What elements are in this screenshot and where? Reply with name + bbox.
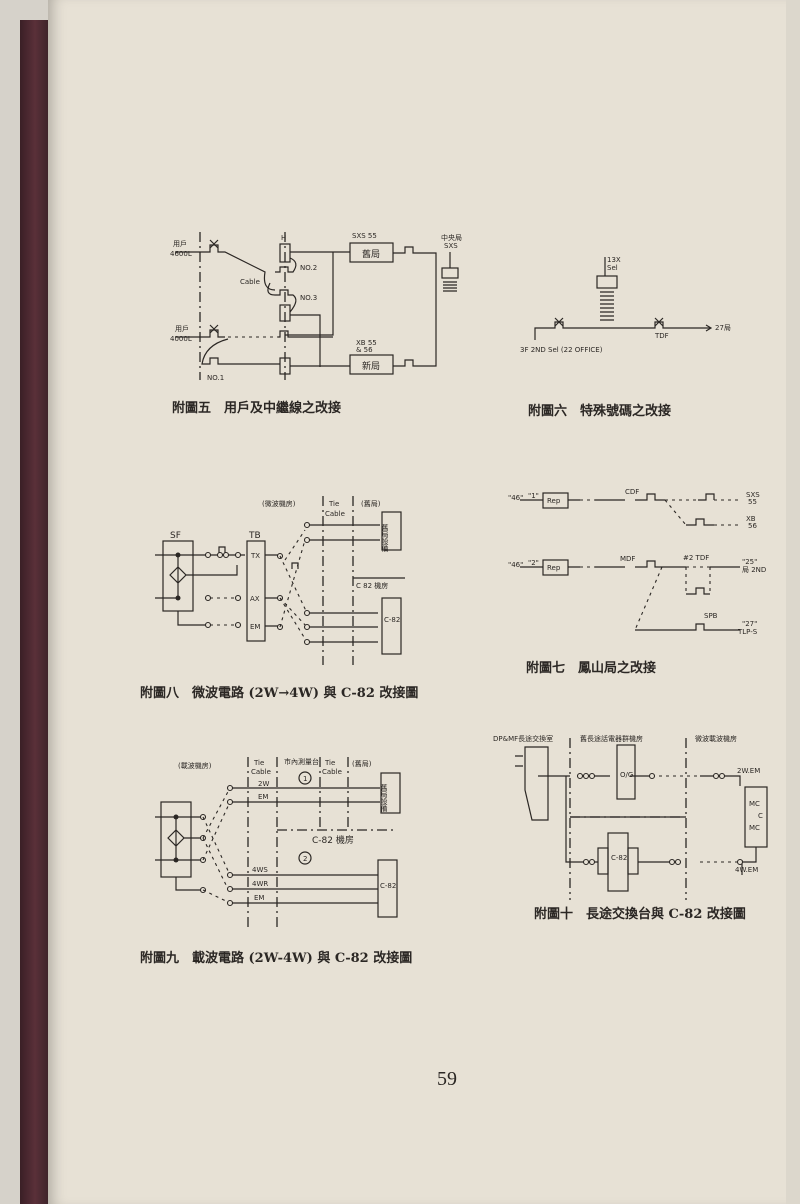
selector-label: Sel [607, 264, 618, 272]
figure-caption: 附圖八 微波電路 (2W→4W) 與 C-82 改接圖 [140, 685, 418, 701]
new-office-type2: & 56 [356, 346, 373, 354]
input-label: "46" [508, 494, 523, 502]
figure-caption: 附圖九 載波電路 (2W-4W) 與 C-82 改接圖 [140, 950, 412, 966]
4ws-label: 4WS [252, 866, 268, 874]
4wr-label: 4WR [252, 880, 268, 888]
source-label: 3F 2ND Sel (22 OFFICE) [520, 346, 603, 354]
old-equipment-label: 舊局設備 [380, 783, 388, 813]
old-office-label: 舊局 [362, 248, 380, 260]
h-label: H [281, 234, 286, 242]
c82-room-label: C 82 機房 [356, 581, 388, 590]
og-label: O/G [620, 771, 633, 779]
output-label: 55 [748, 498, 757, 506]
output-label: TLP-S [737, 628, 758, 636]
no1-label: NO.1 [207, 374, 224, 382]
tie-label: Tie [324, 759, 335, 767]
mc-label: MC [749, 824, 760, 832]
tie-label: Tie [328, 500, 339, 508]
tx-label: TX [250, 552, 260, 560]
old-office-type: SXS 55 [352, 232, 377, 240]
marker-2: 2 [303, 855, 307, 863]
output-label: "27" [742, 620, 757, 628]
c82-label: C-82 [384, 616, 400, 624]
c82-room-label: C-82 機房 [312, 834, 354, 846]
room-label: 舊長途話電器群機房 [580, 734, 643, 743]
mdf-label: MDF [620, 555, 635, 563]
input-label: "46" [508, 561, 523, 569]
no2-label: NO.2 [300, 264, 317, 272]
2w-label: 2W [258, 780, 269, 788]
input-label: "2" [528, 559, 539, 567]
new-office-type: XB 55 [356, 339, 377, 347]
figure-10-toll-switchboard-c82: DP&MF長途交換室 舊長途話電器群機房 微波載波機房 O/G MC C MC … [493, 734, 768, 922]
em-label: EM [254, 894, 264, 902]
spb-label: SPB [704, 612, 718, 620]
figure-5-user-trunk-reconnection: 用戶 4600L H NO.2 Cable NO.3 用戶 4000L NO.1… [170, 232, 462, 416]
figure-8-microwave-c82: (微波機房) Tie Cable (舊局) SF TB TX AX EM 舊局設… [140, 496, 418, 701]
output-label: 局 2ND [742, 566, 766, 574]
repeater-label: Rep [547, 497, 561, 505]
output-label: SXS [746, 491, 760, 499]
central-office-label: 中央局 [441, 233, 462, 242]
room-label: DP&MF長途交換室 [493, 734, 553, 743]
figure-caption: 附圖十 長途交換台與 C-82 改接圖 [534, 906, 746, 922]
no3-label: NO.3 [300, 294, 317, 302]
old-office-label: (舊局) [352, 759, 372, 768]
sf-label: SF [170, 531, 181, 541]
output-label: 56 [748, 522, 757, 530]
room-label: 微波載波機房 [695, 734, 737, 743]
figure-9-carrier-c82: (載波機房) Tie Cable 市內測量台 Tie Cable (舊局) 2W… [140, 757, 412, 966]
page-number: 59 [437, 1068, 457, 1090]
marker-1: 1 [303, 775, 307, 783]
figure-caption: 附圖五 用戶及中繼線之改接 [172, 400, 341, 416]
selector-label: 13X [607, 256, 621, 264]
tb-label: TB [248, 531, 261, 541]
book-page [48, 0, 800, 1204]
output-label: "25" [742, 558, 757, 566]
new-office-label: 新局 [362, 360, 380, 372]
cable-label: Cable [240, 278, 260, 286]
ax-label: AX [250, 595, 260, 603]
repeater-label: Rep [547, 564, 561, 572]
test-desk-label: 市內測量台 [284, 757, 319, 766]
output-label: XB [746, 515, 756, 523]
figure-caption: 附圖六 特殊號碼之改接 [528, 403, 671, 419]
2w-em-label: 2W.EM [737, 767, 760, 775]
cable-label: Cable [325, 510, 345, 518]
c-label: C [758, 812, 763, 820]
page-edge [786, 0, 800, 1204]
user-number: 4000L [170, 335, 192, 343]
book-binding [20, 20, 50, 1204]
tdf-label: #2 TDF [683, 554, 709, 562]
room-label: (載波機房) [178, 761, 212, 770]
user-label: 用戶 [173, 239, 187, 248]
user-number: 4600L [170, 250, 192, 258]
figure-caption: 附圖七 鳳山局之改接 [526, 660, 656, 676]
mc-label: MC [749, 800, 760, 808]
destination-label: 27局 [715, 324, 731, 332]
cdf-label: CDF [625, 488, 639, 496]
old-equipment-label: 舊局設備 [381, 523, 389, 553]
cable-label: Cable [251, 768, 271, 776]
cable-label: Cable [322, 768, 342, 776]
input-label: "1" [528, 492, 539, 500]
figure-6-special-number-reconnection: 13X Sel 3F 2ND Sel (22 OFFICE) TDF 27局 附… [520, 256, 731, 419]
em-label: EM [250, 623, 260, 631]
tie-label: Tie [253, 759, 264, 767]
central-office-type: SXS [444, 242, 458, 250]
room-label: (微波機房) [262, 499, 296, 508]
new-office-box [349, 354, 394, 375]
figure-7-fengshan-reconnection: "46" "1" Rep CDF SXS 55 XB 56 "46" "2" R… [508, 488, 766, 676]
c82-label: C-82 [611, 854, 627, 862]
c82-label: C-82 [380, 882, 396, 890]
em-label: EM [258, 793, 268, 801]
old-office-label: (舊局) [361, 499, 381, 508]
user-label: 用戶 [175, 324, 189, 333]
4w-em-label: 4W.EM [735, 866, 758, 874]
tdf-label: TDF [654, 332, 669, 340]
